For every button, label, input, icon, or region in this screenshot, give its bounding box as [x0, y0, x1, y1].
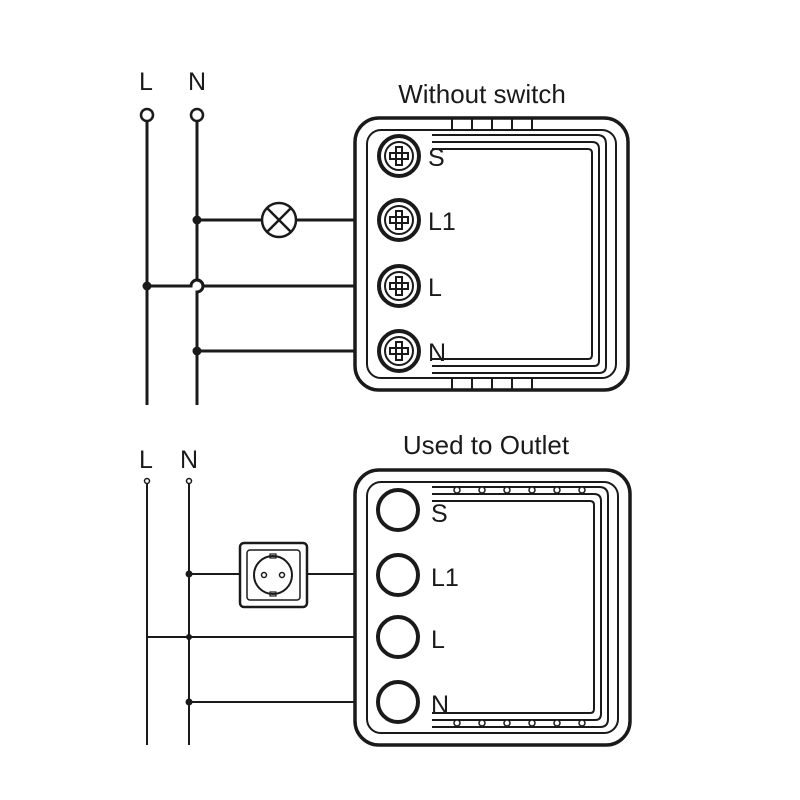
- terminal-label-l1: L1: [431, 564, 459, 592]
- diagram-title: Without switch: [398, 79, 566, 109]
- screw-terminal-l: [377, 264, 421, 308]
- terminal-label-l: L: [431, 626, 445, 654]
- junction-dot: [192, 215, 202, 225]
- screw-terminal-s: [377, 134, 421, 178]
- supply-label-n: N: [188, 68, 206, 96]
- terminal-s: [376, 488, 420, 532]
- module-inner-outline: [366, 481, 619, 734]
- screw-terminal-n: [377, 329, 421, 373]
- module-track: [432, 134, 607, 374]
- junction-dot: [142, 281, 152, 291]
- terminal-label-l: L: [428, 274, 442, 302]
- junction-dot: [185, 570, 193, 578]
- junction-dot: [185, 698, 193, 706]
- wire-live-to-l: [147, 278, 355, 288]
- switch-module: S L1 L N: [353, 468, 632, 747]
- module-track: [432, 486, 609, 728]
- lamp-icon: [260, 201, 298, 239]
- terminal-n: [376, 680, 420, 724]
- module-track: [432, 500, 595, 714]
- switch-module: S L1 L N: [353, 116, 630, 392]
- supply-label-l: L: [139, 68, 153, 96]
- supply-terminal-l: [139, 107, 155, 123]
- terminal-l1: [376, 553, 420, 597]
- supply-terminal-n: [189, 107, 205, 123]
- terminal-label-l1: L1: [428, 208, 456, 236]
- module-track: [432, 141, 600, 367]
- neutral-line: [195, 121, 205, 405]
- screw-terminal-l1: [377, 198, 421, 242]
- supply-terminal-n: [185, 477, 193, 485]
- diagram-used-to-outlet: Used to Outlet L N: [139, 430, 632, 747]
- terminal-label-s: S: [431, 500, 448, 528]
- outlet-icon: [238, 541, 309, 609]
- supply-label-n: N: [180, 446, 198, 474]
- supply-label-l: L: [139, 446, 153, 474]
- diagram-without-switch: Without switch L N: [139, 68, 630, 405]
- terminal-l: [376, 615, 420, 659]
- terminal-label-n: N: [428, 339, 446, 367]
- terminal-label-n: N: [431, 691, 449, 719]
- module-outline: [353, 468, 632, 747]
- module-track: [432, 148, 593, 360]
- diagram-title: Used to Outlet: [403, 430, 570, 460]
- junction-dot: [192, 346, 202, 356]
- supply-terminal-l: [143, 477, 151, 485]
- module-track: [432, 493, 602, 721]
- junction-dot: [186, 634, 192, 640]
- terminal-label-s: S: [428, 144, 445, 172]
